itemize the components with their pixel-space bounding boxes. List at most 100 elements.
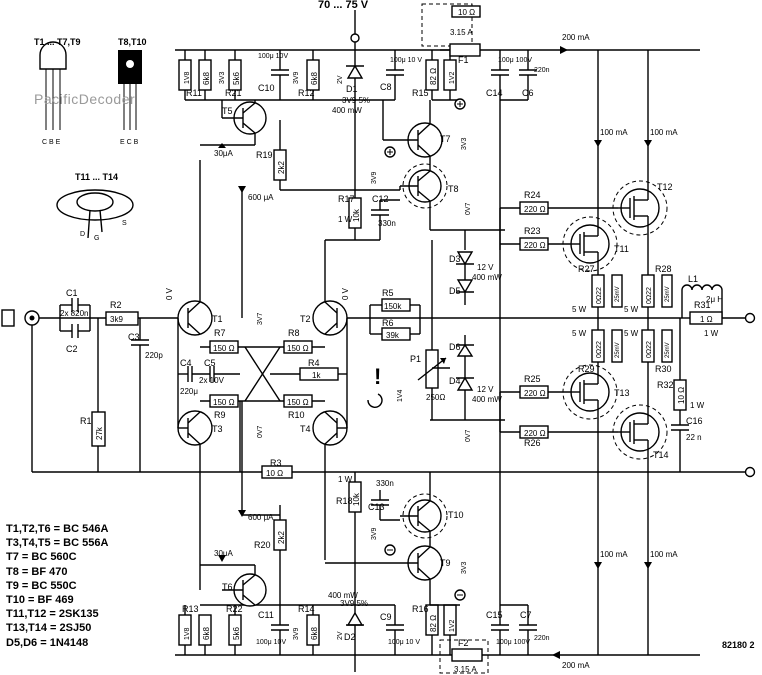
to92-pins: C B E xyxy=(42,139,61,146)
r32-value: 10 Ω xyxy=(677,387,686,404)
r4-value: 1k xyxy=(312,371,321,380)
c7-label: C7 xyxy=(520,610,532,620)
c3-label: C3 xyxy=(128,332,140,342)
v-1v2-top: 1V2 xyxy=(449,71,456,84)
r17-value: 10k xyxy=(352,208,361,222)
r29-trim-label: 25mV xyxy=(615,342,621,358)
r12-value: 6k8 xyxy=(310,72,319,85)
t7-label: T7 xyxy=(440,134,451,144)
to126-label: T8,T10 xyxy=(118,37,147,47)
r13-label: R13 xyxy=(182,604,199,614)
r31-value: 1 Ω xyxy=(700,315,713,324)
ground-terminal xyxy=(744,466,756,478)
current-100ma-c: 100 mA xyxy=(600,550,628,559)
c10-value: 100μ 10V xyxy=(258,53,288,60)
r22-value: 5k6 xyxy=(232,627,241,640)
d4-value: 12 V xyxy=(477,385,494,394)
t8-heatsink xyxy=(402,163,448,209)
r1-value: 27k xyxy=(95,426,104,440)
v-3v3-b: 3V3 xyxy=(461,137,468,150)
c4-label: C4 xyxy=(180,358,192,368)
r21-label: R21 xyxy=(225,88,242,98)
t8-label: T8 xyxy=(448,184,459,194)
r13-value: 6k8 xyxy=(202,627,211,640)
f2-value: 3.15 A xyxy=(454,665,477,674)
to92-label: T1 ... T7,T9 xyxy=(34,37,81,47)
t12-label: T12 xyxy=(657,182,673,192)
r5-label: R5 xyxy=(382,288,394,298)
r10-body xyxy=(283,394,313,408)
d3-value: 12 V xyxy=(477,263,494,272)
d1-symbol xyxy=(346,64,364,79)
supply-terminal-top xyxy=(350,33,360,43)
r7-body xyxy=(209,340,239,354)
r5-value: 150k xyxy=(384,302,402,311)
f1-aux-resistor xyxy=(451,5,481,18)
d1-power: 400 mW xyxy=(332,106,362,115)
v-1v8-bottom: 1V8 xyxy=(184,627,191,640)
f2-body xyxy=(451,648,483,662)
f1-value: 3.15 A xyxy=(450,28,473,37)
t6-label: T6 xyxy=(222,582,233,592)
t14-heatsink xyxy=(612,404,668,460)
c14-value: 100μ 100V xyxy=(498,57,532,64)
r23-value: 220 Ω xyxy=(524,241,546,250)
c12-value: 330n xyxy=(378,219,396,228)
current-30ua-top: 30μA xyxy=(214,149,234,158)
r16-label: R16 xyxy=(412,604,429,614)
v-0v7-bottom: 0V7 xyxy=(465,429,472,442)
d3-label: D3 xyxy=(449,254,461,264)
t10-heatsink xyxy=(402,493,448,539)
to3-pin-s: S xyxy=(122,220,127,227)
r7-label: R7 xyxy=(214,328,226,338)
c11-label: C11 xyxy=(258,610,274,620)
r29-trim-body xyxy=(611,329,623,363)
c16-label: C16 xyxy=(686,416,703,426)
r31-label: R31 xyxy=(694,300,711,310)
t2-label: T2 xyxy=(300,314,311,324)
parts-list-item: T7 = BC 560C xyxy=(6,551,77,564)
to3-label: T11 ... T14 xyxy=(75,172,118,182)
r30-label: R30 xyxy=(655,364,672,374)
c5-label: C5 xyxy=(204,358,216,368)
r8-value: 150 Ω xyxy=(287,344,309,353)
input-jack-pin xyxy=(29,315,35,321)
v-3v9-a: 3V9 xyxy=(293,71,300,84)
r9-value: 150 Ω xyxy=(213,398,235,407)
r2-value: 3k9 xyxy=(110,315,123,324)
r6-value: 39k xyxy=(386,331,400,340)
v-0v7-top: 0V7 xyxy=(465,202,472,215)
r19-value: 2k2 xyxy=(277,161,286,174)
c9-value: 100μ 10 V xyxy=(388,639,420,646)
parts-list-item: T9 = BC 550C xyxy=(6,579,77,592)
r29-power: 5 W xyxy=(572,329,587,338)
r25-label: R25 xyxy=(524,374,541,384)
v-1v8-top: 1V8 xyxy=(184,71,191,84)
r17-power: 1 W xyxy=(338,215,353,224)
d1-value: 3V9 5% xyxy=(342,96,370,105)
output-terminal xyxy=(744,312,756,324)
input-connector xyxy=(1,309,15,327)
v-3v3-c: 3V3 xyxy=(461,561,468,574)
arrow-200ma-bottom xyxy=(552,651,560,659)
parts-list-item: D5,D6 = 1N4148 xyxy=(6,636,89,649)
parts-list-item: T11,T12 = 2SK135 xyxy=(6,608,99,621)
v-1v4: 1V4 xyxy=(397,389,404,402)
d2-power: 400 mW xyxy=(328,591,358,600)
d3-symbol xyxy=(456,251,474,266)
c15-label: C15 xyxy=(486,610,503,620)
t11-heatsink xyxy=(562,216,618,272)
r3-body xyxy=(261,465,293,479)
v-0v7-left: 0V7 xyxy=(257,425,264,438)
current-600ua-top: 600 μA xyxy=(248,193,274,202)
c6-label: C6 xyxy=(522,88,534,98)
r27-power: 5 W xyxy=(572,305,587,314)
r16-value: 82 Ω xyxy=(429,615,438,632)
parts-list-item: T13,T14 = 2SJ50 xyxy=(6,622,92,635)
p1-label: P1 xyxy=(410,354,421,364)
parts-list-item: T3,T4,T5 = BC 556A xyxy=(6,537,109,550)
warning-exclamation-icon: ! xyxy=(374,364,381,389)
r20-label: R20 xyxy=(254,540,271,550)
